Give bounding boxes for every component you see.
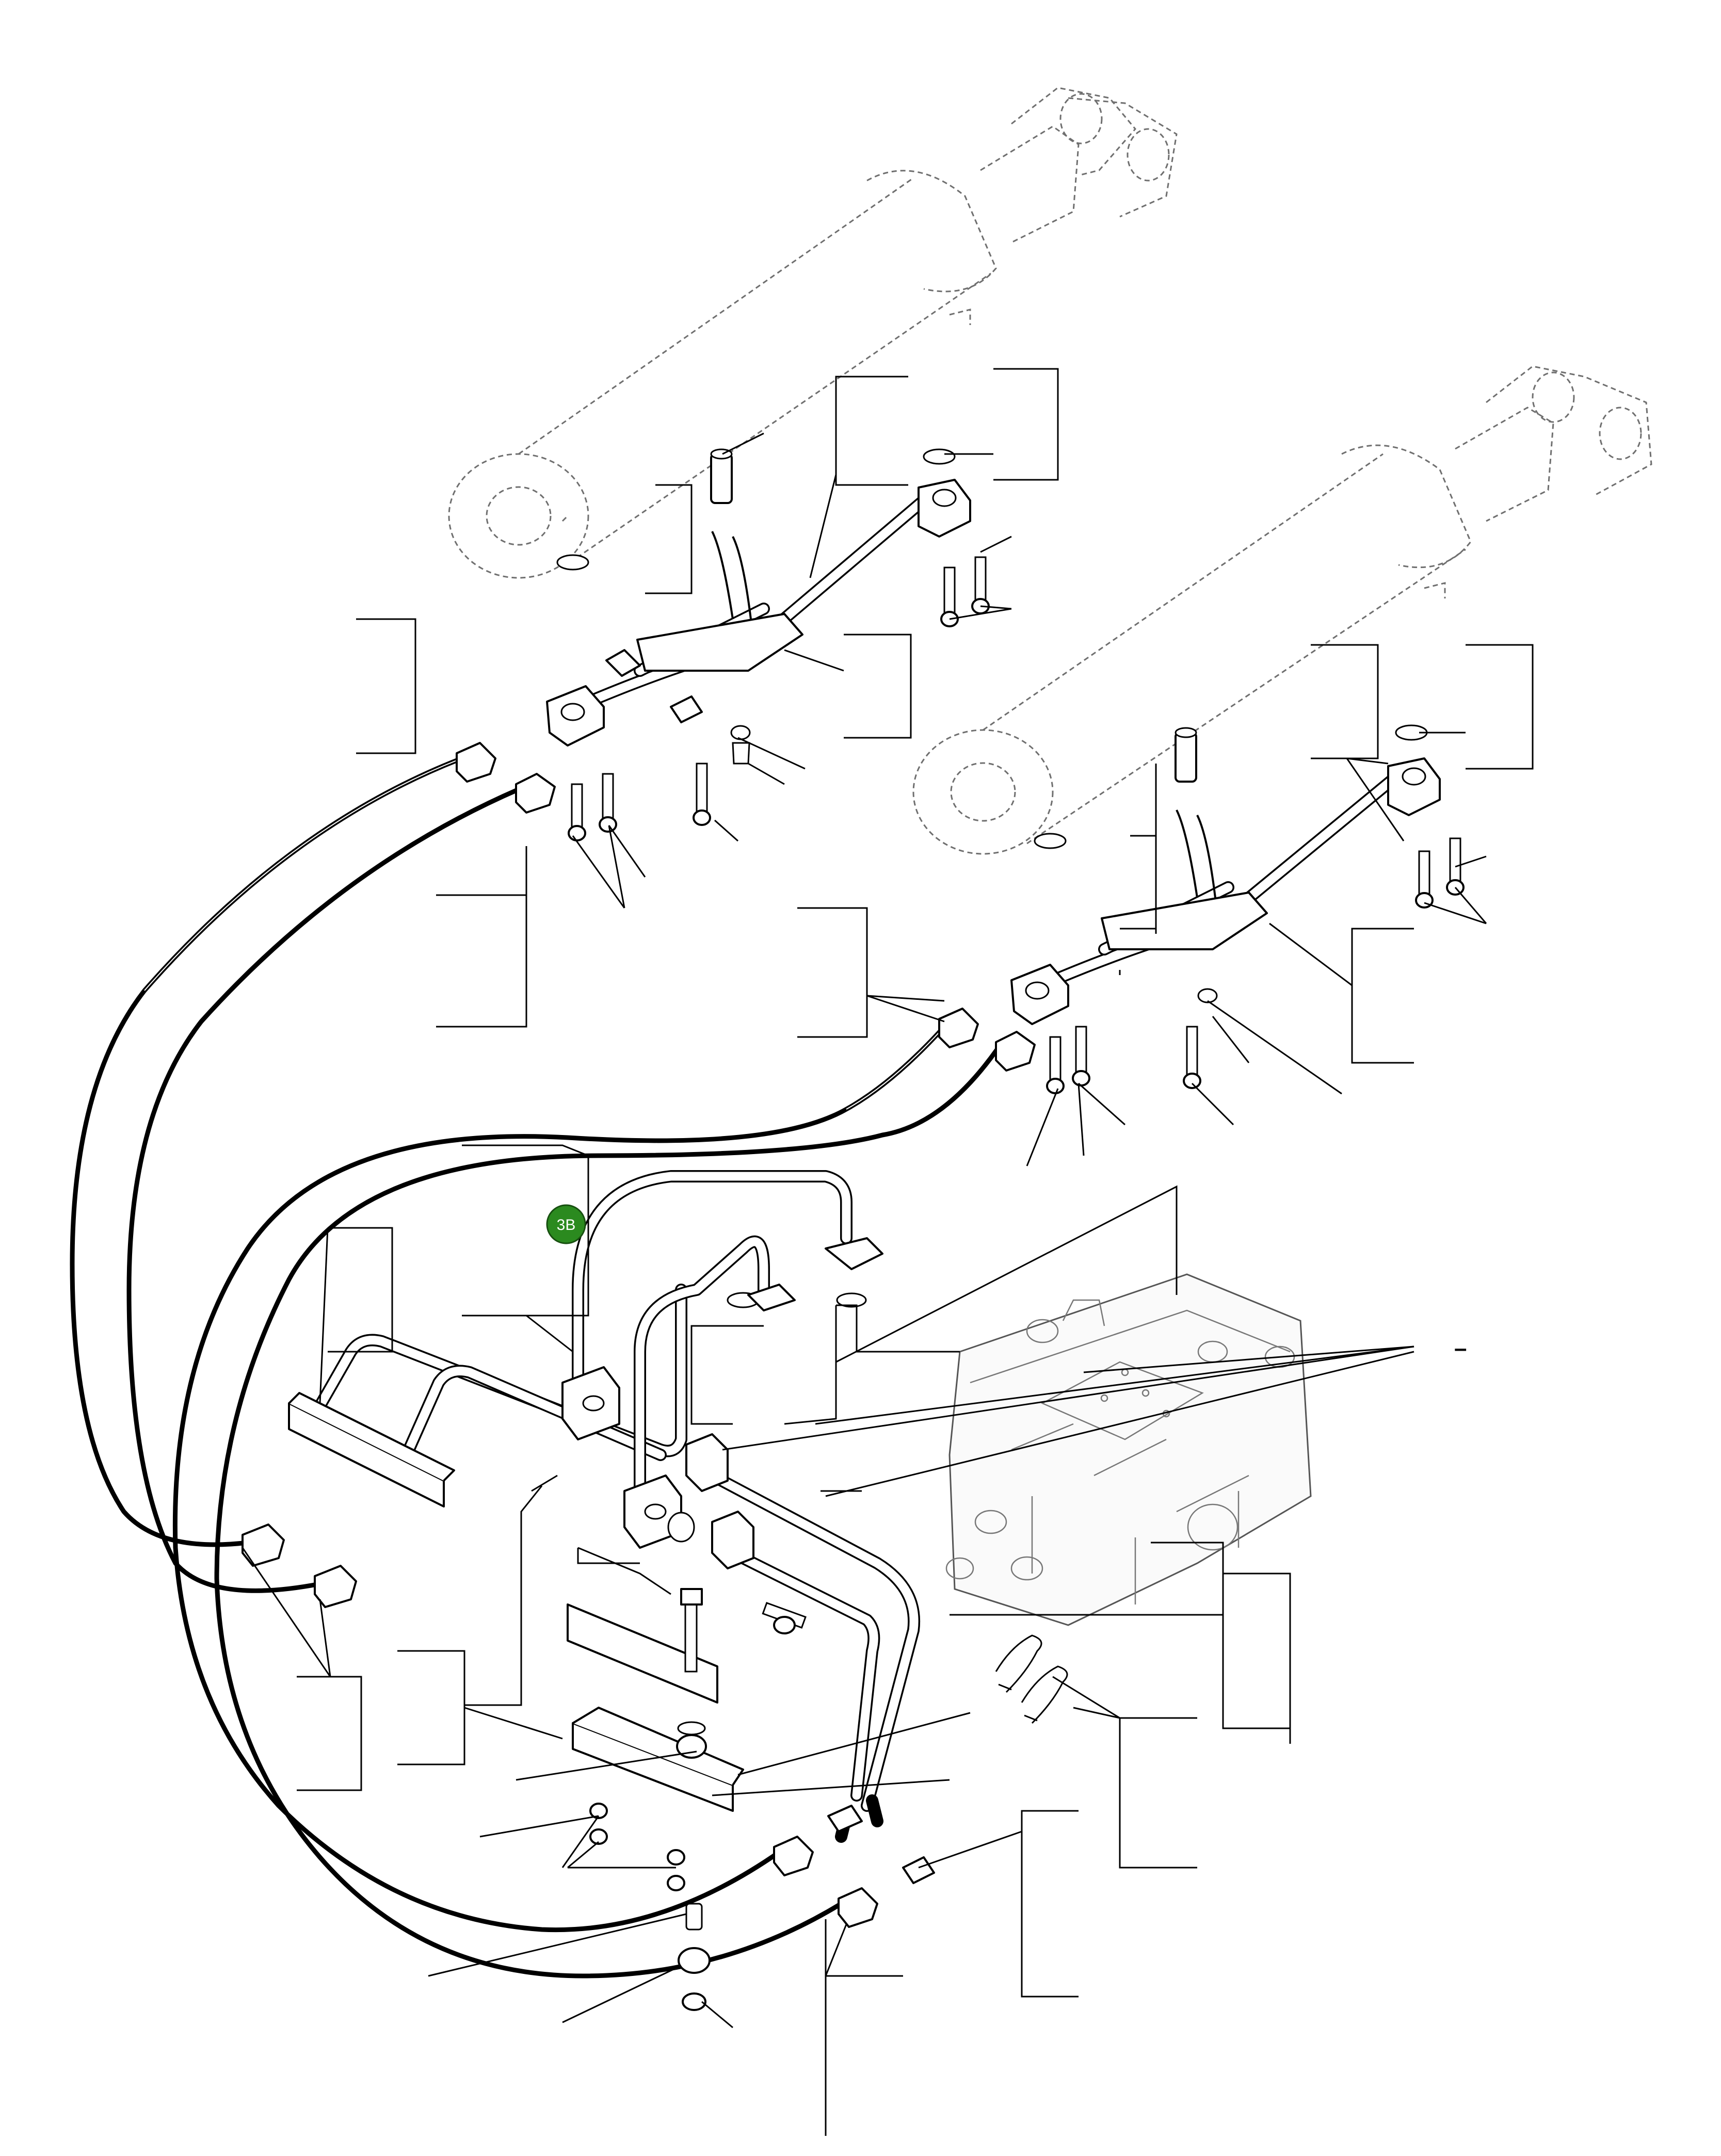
dash-marker: –	[1454, 1336, 1467, 1361]
callout-badge-label: 3B	[557, 1217, 576, 1234]
nut	[589, 1803, 685, 1891]
bolt	[568, 556, 990, 841]
hose-fitting	[242, 1523, 935, 1928]
u-bolt	[995, 1634, 1068, 1724]
bolt	[1046, 837, 1465, 1094]
right-manifold-assembly	[938, 724, 1465, 1094]
callout-leaders	[242, 368, 1534, 2136]
spacer-stack	[678, 1903, 711, 2011]
hose-fitting	[456, 742, 556, 814]
upper-cylinder-ghost	[448, 87, 1178, 579]
hose-fitting	[938, 1008, 1036, 1072]
right-cylinder-ghost	[912, 365, 1652, 855]
lower-pipe-assembly	[242, 1170, 1068, 2011]
hose-set	[70, 756, 1001, 1979]
upper-manifold-assembly	[456, 448, 990, 841]
callout-badge-3b: 3B	[546, 1204, 586, 1244]
control-valve-block	[945, 1273, 1312, 1626]
